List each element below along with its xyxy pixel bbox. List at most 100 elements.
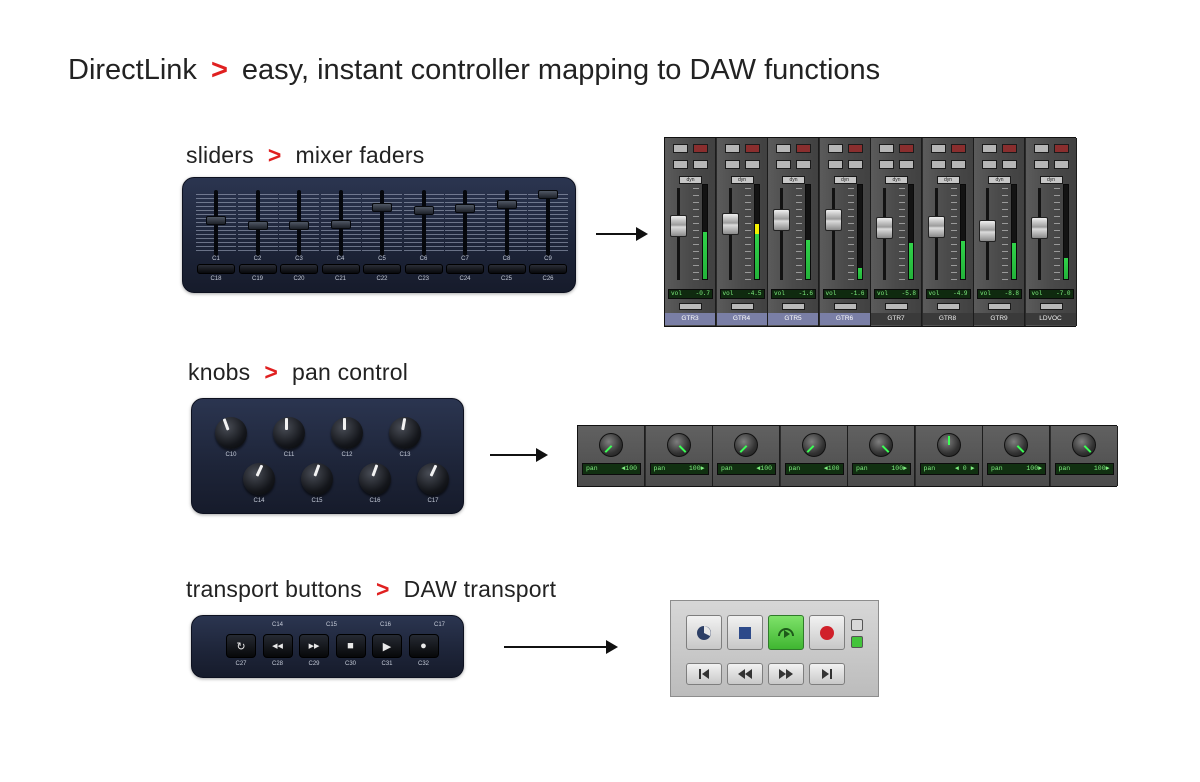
record-arm-button[interactable] <box>1053 144 1069 153</box>
record-arm-button[interactable] <box>693 144 708 153</box>
solo-button[interactable] <box>776 160 791 169</box>
slider-cap[interactable] <box>372 202 392 212</box>
mute-button[interactable] <box>744 160 760 169</box>
return-to-zero-button[interactable] <box>686 663 722 685</box>
mixer-fader[interactable] <box>670 214 687 237</box>
channel-name[interactable]: GTR9 <box>974 313 1024 325</box>
mute-button[interactable] <box>796 160 811 169</box>
channel-name[interactable]: GTR3 <box>665 313 715 325</box>
hardware-record-button[interactable]: ● <box>408 634 439 658</box>
hardware-knob[interactable]: C14 <box>240 461 278 511</box>
hardware-stop-button[interactable]: ■ <box>335 634 366 658</box>
input-button[interactable] <box>827 144 843 153</box>
slider-cap[interactable] <box>247 221 268 231</box>
record-arm-button[interactable] <box>744 144 760 153</box>
pan-knob[interactable] <box>869 433 893 457</box>
hardware-knob[interactable]: C13 <box>386 415 424 465</box>
slider-pad-button[interactable] <box>529 264 567 274</box>
solo-button[interactable] <box>982 160 997 169</box>
voice-selector[interactable] <box>885 303 908 310</box>
dyn-selector[interactable]: dyn <box>833 176 857 184</box>
channel-name[interactable]: GTR8 <box>922 313 973 325</box>
mute-button[interactable] <box>899 160 914 169</box>
voice-selector[interactable] <box>988 303 1011 310</box>
pan-knob[interactable] <box>734 433 758 457</box>
input-button[interactable] <box>982 144 997 153</box>
record-arm-button[interactable] <box>899 144 914 153</box>
slider-cap[interactable] <box>455 204 475 214</box>
channel-name[interactable]: GTR4 <box>716 313 767 325</box>
input-button[interactable] <box>673 144 688 153</box>
solo-button[interactable] <box>1033 160 1049 169</box>
hardware-knob[interactable]: C12 <box>328 415 366 465</box>
dyn-selector[interactable]: dyn <box>679 176 702 184</box>
solo-button[interactable] <box>879 160 894 169</box>
pan-knob[interactable] <box>1071 433 1096 457</box>
voice-selector[interactable] <box>730 303 754 310</box>
rewind-button[interactable] <box>727 663 763 685</box>
channel-name[interactable]: GTR5 <box>768 313 818 325</box>
slider-pad-button[interactable] <box>446 264 484 274</box>
channel-name[interactable]: GTR6 <box>819 313 870 325</box>
online-button[interactable] <box>686 615 722 650</box>
voice-selector[interactable] <box>1039 303 1063 310</box>
slider-cap[interactable] <box>538 190 558 199</box>
mixer-fader[interactable] <box>824 209 842 231</box>
mute-button[interactable] <box>1053 160 1069 169</box>
slider-pad-button[interactable] <box>280 264 318 274</box>
channel-name[interactable]: GTR7 <box>871 313 921 325</box>
record-button[interactable] <box>809 615 845 650</box>
mixer-fader[interactable] <box>1030 217 1048 240</box>
slider-pad-button[interactable] <box>404 264 443 274</box>
voice-selector[interactable] <box>782 303 805 310</box>
stop-button[interactable] <box>727 615 763 650</box>
mute-button[interactable] <box>1002 160 1017 169</box>
pan-knob[interactable] <box>801 433 826 457</box>
mixer-fader[interactable] <box>927 216 945 238</box>
input-button[interactable] <box>930 144 946 153</box>
fast-forward-button[interactable] <box>768 663 804 685</box>
mixer-fader[interactable] <box>721 212 739 235</box>
slider-cap[interactable] <box>206 215 226 225</box>
mixer-fader[interactable] <box>773 209 790 231</box>
pan-knob[interactable] <box>936 433 961 457</box>
input-button[interactable] <box>879 144 894 153</box>
dyn-selector[interactable]: dyn <box>936 176 960 184</box>
mute-button[interactable] <box>693 160 708 169</box>
slider-cap[interactable] <box>330 219 351 229</box>
record-arm-button[interactable] <box>796 144 811 153</box>
hardware-knob[interactable]: C15 <box>298 461 336 511</box>
dyn-selector[interactable]: dyn <box>782 176 805 184</box>
hardware-knob[interactable]: C16 <box>356 461 394 511</box>
voice-selector[interactable] <box>833 303 857 310</box>
voice-selector[interactable] <box>936 303 960 310</box>
slider-cap[interactable] <box>413 205 434 215</box>
hardware-rewind-button[interactable]: ◀◀ <box>262 634 293 658</box>
pan-knob[interactable] <box>666 433 691 457</box>
hardware-knob[interactable]: C17 <box>414 461 452 511</box>
record-arm-button[interactable] <box>1002 144 1017 153</box>
slider-pad-button[interactable] <box>238 264 277 274</box>
input-button[interactable] <box>724 144 740 153</box>
mute-button[interactable] <box>847 160 863 169</box>
slider-cap[interactable] <box>496 200 517 210</box>
play-button[interactable] <box>768 615 804 650</box>
pan-knob[interactable] <box>1004 433 1028 457</box>
hardware-knob[interactable]: C10 <box>212 415 250 465</box>
solo-button[interactable] <box>673 160 688 169</box>
mute-button[interactable] <box>950 160 966 169</box>
input-button[interactable] <box>776 144 791 153</box>
channel-name[interactable]: LDVOC <box>1025 313 1076 325</box>
slider-pad-button[interactable] <box>363 264 401 274</box>
dyn-selector[interactable]: dyn <box>730 176 754 184</box>
slider-cap[interactable] <box>289 221 309 231</box>
